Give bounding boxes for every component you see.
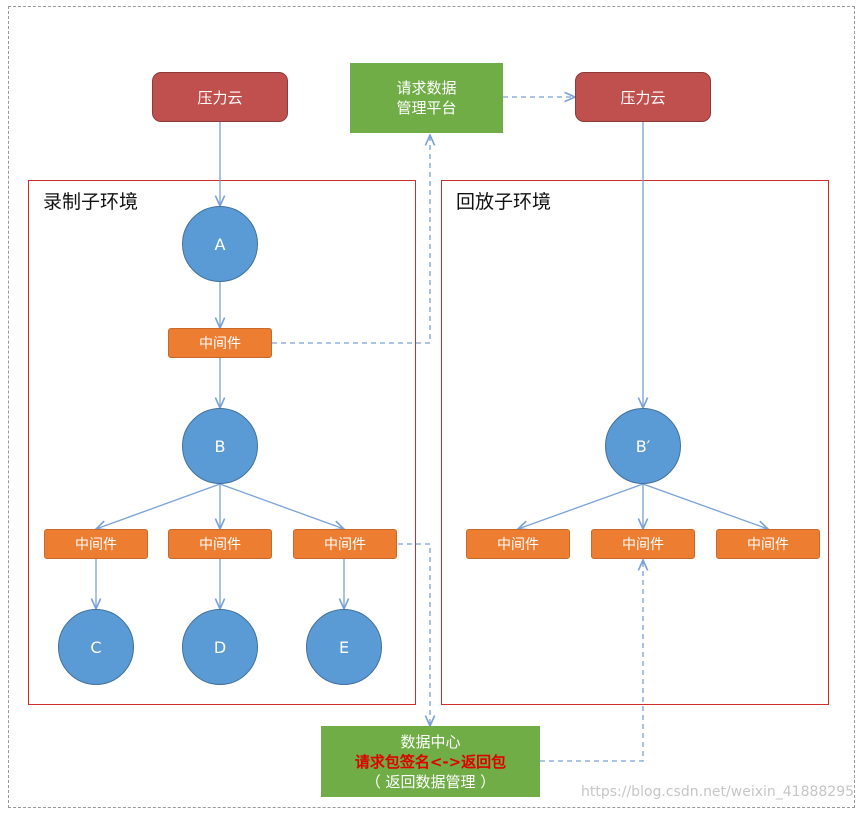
middleware-bp2-label: 中间件 xyxy=(622,537,664,553)
node-b-prime: B′ xyxy=(605,408,681,484)
middleware-a-label: 中间件 xyxy=(199,336,241,352)
node-b-label: B xyxy=(214,436,226,456)
middleware-bp3-label: 中间件 xyxy=(747,537,789,553)
diagram-frame xyxy=(8,6,855,808)
data-center-line3: （ 返回数据管理 ） xyxy=(365,772,496,791)
node-a: A xyxy=(182,206,258,282)
middleware-b1: 中间件 xyxy=(44,529,148,559)
node-b: B xyxy=(182,408,258,484)
middleware-bp3: 中间件 xyxy=(716,529,820,559)
data-center-line2: 请求包签名<->返回包 xyxy=(354,752,507,771)
node-c: C xyxy=(58,609,134,685)
middleware-b1-label: 中间件 xyxy=(75,537,117,553)
node-b-prime-label: B′ xyxy=(635,436,651,456)
pressure-cloud-right-label: 压力云 xyxy=(620,88,666,107)
playback-environment-title: 回放子环境 xyxy=(456,191,552,213)
node-d: D xyxy=(182,609,258,685)
node-e: E xyxy=(306,609,382,685)
middleware-bp1-label: 中间件 xyxy=(497,537,539,553)
platform-line1: 请求数据 xyxy=(396,79,457,97)
node-d-label: D xyxy=(213,637,227,657)
record-environment-title: 录制子环境 xyxy=(43,191,139,213)
pressure-cloud-left-label: 压力云 xyxy=(197,88,243,107)
platform-line2: 管理平台 xyxy=(396,99,457,117)
middleware-bp2: 中间件 xyxy=(591,529,695,559)
node-e-label: E xyxy=(338,637,350,657)
data-center: 数据中心 请求包签名<->返回包 （ 返回数据管理 ） xyxy=(321,726,540,797)
pressure-cloud-left: 压力云 xyxy=(152,72,288,122)
middleware-b2-label: 中间件 xyxy=(199,537,241,553)
middleware-b3: 中间件 xyxy=(293,529,397,559)
pressure-cloud-right: 压力云 xyxy=(575,72,711,122)
node-a-label: A xyxy=(214,234,226,254)
record-environment: 录制子环境 xyxy=(28,180,416,705)
data-center-line1: 数据中心 xyxy=(400,732,461,751)
request-data-management-platform: 请求数据 管理平台 xyxy=(350,63,503,133)
node-c-label: C xyxy=(90,637,102,657)
middleware-b3-label: 中间件 xyxy=(324,537,366,553)
middleware-bp1: 中间件 xyxy=(466,529,570,559)
watermark: https://blog.csdn.net/weixin_41888295 xyxy=(581,784,855,800)
middleware-a: 中间件 xyxy=(168,328,272,358)
middleware-b2: 中间件 xyxy=(168,529,272,559)
